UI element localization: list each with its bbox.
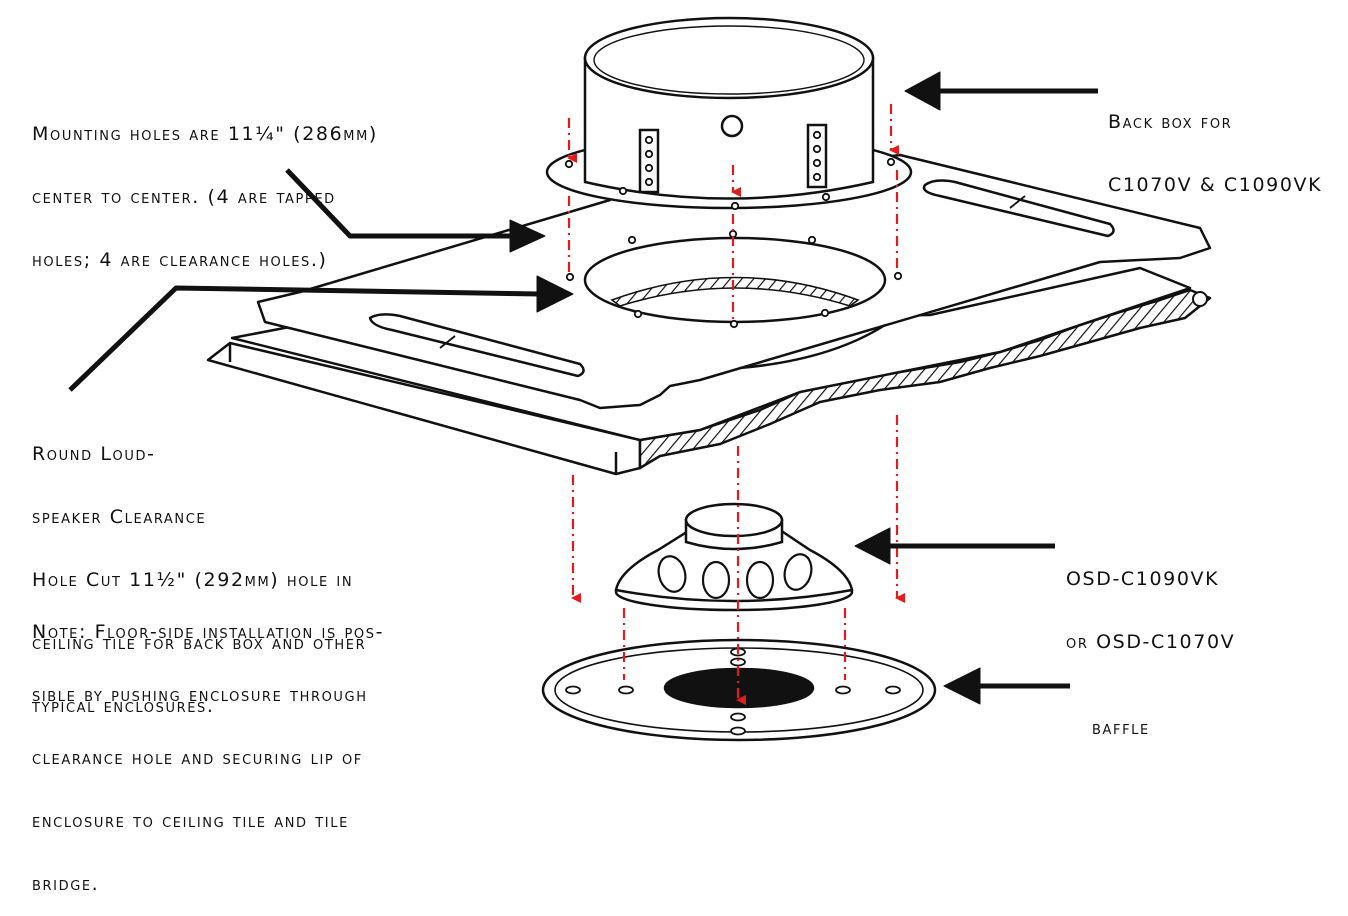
back-box-top xyxy=(583,16,875,100)
label-speaker: OSD-C1090VK or OSD-C1070V xyxy=(1066,568,1236,653)
installation-diagram xyxy=(68,16,1212,742)
slot-right xyxy=(922,179,1115,238)
loudspeaker xyxy=(614,502,854,612)
label-baffle: baffle xyxy=(1092,717,1150,739)
mounting-holes xyxy=(565,229,903,329)
arrow-clearance xyxy=(68,285,541,392)
slot-left xyxy=(368,313,585,378)
label-clearance-hole: Round Loud- speaker Clearance Hole Cut 1… xyxy=(32,443,367,717)
arrow-mounting xyxy=(285,168,512,239)
knockout-hole xyxy=(720,114,744,138)
label-mounting-holes: Mounting holes are 11¼" (286mm) center t… xyxy=(32,123,378,271)
back-box xyxy=(545,16,913,211)
label-back-box: Back box for C1070V & C1090VK xyxy=(1108,111,1323,196)
label-note: Note: Floor-side installation is pos- si… xyxy=(32,621,385,895)
callout-arrows xyxy=(68,71,1098,705)
alignment-guides xyxy=(567,104,905,705)
